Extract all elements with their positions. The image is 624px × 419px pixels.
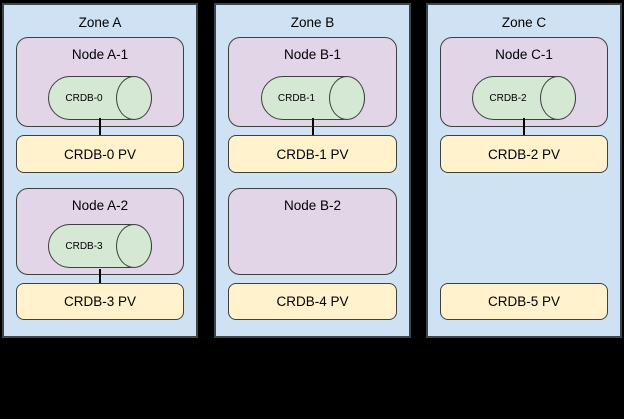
node-title: Node B-2 — [283, 198, 342, 213]
node-box-c1: Node C-1 CRDB-2 — [440, 37, 608, 127]
pv-box: CRDB-4 PV — [228, 283, 397, 320]
crdb-cylinder: CRDB-2 — [472, 76, 576, 120]
node-box-a2: Node A-2 CRDB-3 — [16, 188, 184, 275]
zone-title: Zone C — [501, 15, 547, 30]
connector-line — [99, 269, 101, 283]
cylinder-cap — [540, 76, 576, 120]
pv-box: CRDB-5 PV — [440, 283, 608, 320]
cylinder-cap — [328, 76, 365, 120]
connector-line — [523, 118, 525, 135]
node-box-a1: Node A-1 CRDB-0 — [16, 37, 184, 127]
connector-line — [311, 118, 314, 135]
pv-label: CRDB-2 PV — [487, 146, 560, 162]
zone-panel-a: Zone A Node A-1 CRDB-0 CRDB-0 PV Node A-… — [2, 3, 198, 338]
crdb-cylinder: CRDB-1 — [260, 76, 365, 120]
pv-label: CRDB-5 PV — [487, 294, 560, 309]
pv-label: CRDB-0 PV — [63, 146, 136, 162]
cylinder-cap — [116, 224, 152, 268]
node-title: Node A-1 — [71, 47, 129, 62]
node-title: Node B-1 — [283, 47, 342, 62]
pv-box: CRDB-0 PV — [16, 135, 184, 173]
cylinder-cap — [116, 76, 152, 120]
pv-box: CRDB-1 PV — [228, 135, 397, 173]
node-box-b1: Node B-1 CRDB-1 — [228, 37, 397, 127]
pv-label: CRDB-1 PV — [276, 146, 349, 162]
node-box-b2: Node B-2 — [228, 188, 397, 275]
cylinder-label: CRDB-0 — [65, 92, 103, 104]
crdb-cylinder: CRDB-0 — [48, 76, 152, 120]
cylinder-label: CRDB-1 — [277, 92, 316, 104]
zone-title: Zone A — [78, 15, 122, 30]
cylinder-label: CRDB-3 — [65, 240, 103, 252]
crdb-cylinder: CRDB-3 — [48, 224, 152, 268]
node-title: Node C-1 — [495, 47, 553, 62]
pv-box: CRDB-2 PV — [440, 135, 608, 173]
node-title: Node A-2 — [71, 198, 129, 213]
pv-label: CRDB-3 PV — [63, 294, 136, 309]
zone-panel-b: Zone B Node B-1 CRDB-1 CRDB-1 PV Node B-… — [214, 3, 411, 338]
cylinder-label: CRDB-2 — [489, 92, 527, 104]
connector-line — [99, 118, 101, 135]
zone-panel-c: Zone C Node C-1 CRDB-2 CRDB-2 PV CRDB-5 … — [426, 3, 622, 338]
pv-label: CRDB-4 PV — [276, 294, 349, 309]
zone-title: Zone B — [290, 15, 335, 30]
pv-box: CRDB-3 PV — [16, 283, 184, 320]
